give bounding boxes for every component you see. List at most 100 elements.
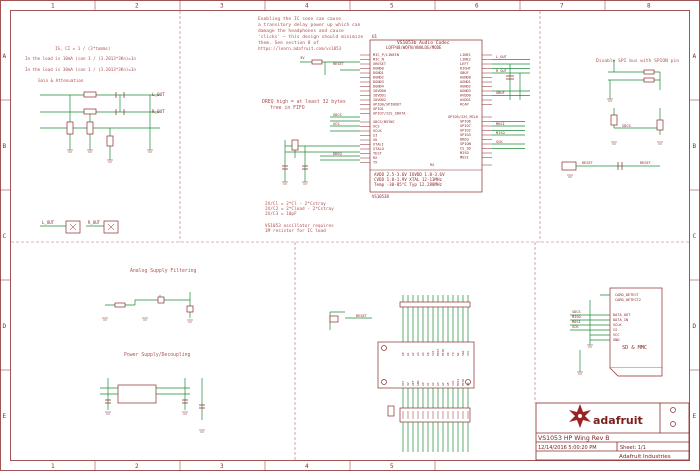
sheet-inner-frame (10, 10, 690, 461)
analog-supply-section: Analog Supply Filtering (102, 268, 197, 323)
osc-note: 1M resistor for IC load (265, 228, 326, 234)
pin-label: RX (466, 382, 470, 386)
col-marker: 4 (305, 463, 309, 470)
adafruit-logo: adafruit (569, 404, 643, 428)
resistor (656, 119, 664, 131)
capacitor (282, 165, 308, 170)
pin-label: RIGHT (460, 67, 472, 71)
net-label: R_OUT (496, 69, 508, 73)
pin-label: SCL (466, 350, 470, 356)
pin-label: DGND1 (373, 71, 384, 75)
pin-label: GPIO0/SPIBOOT (373, 103, 402, 107)
net-label: R_OUT (88, 220, 101, 225)
net-label: 3V (300, 55, 305, 60)
pin-label: GND (416, 380, 420, 386)
pin-label: XCS (373, 125, 380, 129)
resistor (311, 59, 323, 65)
resistor (643, 69, 655, 75)
pin-label: LINE2 (460, 58, 471, 62)
net-label: MOSI (572, 320, 581, 324)
ic-name: VS1053b Audio Codec (397, 40, 450, 46)
crystal-note: 2X/Cl = 2*Cl - 2*Cstray (265, 201, 326, 207)
ic-spec: Temp -30-85°C Typ 12.288MHz (374, 182, 443, 187)
pin-label: A1 (426, 382, 430, 386)
power-title: Power Supply/Decoupling (124, 352, 191, 358)
ic-right-pins: LINE1 LINE2 LEFT RIGHT GBUF AGND0 AGND1 … (430, 53, 492, 167)
pin-label: A4 (441, 382, 445, 386)
analog-title: Analog Supply Filtering (130, 268, 197, 274)
header-strip (399, 407, 471, 423)
pin-label: RX (373, 156, 378, 160)
col-marker: 6 (475, 3, 479, 10)
pin-label: RX (430, 163, 435, 167)
fiducial (670, 407, 676, 413)
pin-label: A3 (436, 382, 440, 386)
pin-label: SI (373, 134, 377, 138)
net-label: XCS (333, 122, 340, 126)
resistor (83, 108, 97, 115)
net-label: MISO (496, 131, 505, 135)
capacitor (106, 135, 114, 147)
capacitor (105, 399, 205, 409)
row-markers-left: A B C D E (0, 53, 10, 420)
pin-label: SPION (460, 142, 471, 146)
pin-label: MOSI (460, 156, 469, 160)
pin-label: DATA_IN (613, 318, 628, 322)
pin-label: DGND3 (373, 80, 384, 84)
crystal-note: 2X/C2 = 2*Cload - 2*Cstray (265, 206, 334, 212)
pin-label: CARD_DETECT2 (615, 298, 641, 302)
column-markers-top: 1 2 3 4 5 6 7 8 (51, 0, 651, 10)
resistor (86, 121, 94, 135)
pin-label: CARD_DETECT (615, 293, 640, 297)
ferrite (157, 296, 165, 304)
net-label: L_OUT (496, 55, 508, 59)
pin-label: NC (456, 352, 460, 356)
resistor (610, 114, 618, 126)
col-marker: 2 (135, 463, 139, 470)
sd-card-section: CARD_DETECT CARD_DETECT2 DATA_OUT DATA_I… (570, 287, 663, 377)
capacitor (506, 75, 514, 80)
pin-label: AVDD0 (460, 94, 471, 98)
feather-header-section: RESET A0 A1 A2 A3 A4 A5 SCK MOSI MISO RX… (329, 295, 475, 452)
resistor (83, 91, 97, 98)
pin-label: TX (451, 352, 455, 356)
net-label: SCK (572, 325, 579, 329)
ic-left-pins: MIC_P/LINEIN MIC_N XRESET DGND0 DGND1 DG… (360, 53, 406, 165)
resistor (66, 121, 74, 135)
col-marker: 3 (220, 3, 224, 10)
switch (329, 315, 339, 323)
ic-part: VS1053B (372, 194, 389, 199)
header-strip (399, 301, 471, 308)
net-label: SDCS (622, 124, 631, 128)
pin-label: GPIO6 (460, 120, 471, 124)
col-marker: 5 (390, 3, 394, 10)
enable-note: a transitory delay power up which can (258, 22, 361, 28)
pin-label: MISO (460, 151, 469, 155)
col-marker: 5 (390, 463, 394, 470)
pin-label: A1 (406, 352, 410, 356)
pin-label: GPIO1 (373, 107, 384, 111)
feather-bottom-pins: RST 3V ARF GND A0 A1 A2 A3 A4 A5 SCK MOS… (401, 379, 470, 386)
sd-card-outline (609, 367, 663, 377)
pin-label: CS_SD (460, 147, 471, 151)
dreq-note: free in FIFO (270, 105, 305, 111)
gain-note: In the load is 30mA (con 1 / (3.2013*3Kn… (25, 67, 136, 72)
pin-label: MISO (461, 379, 465, 386)
connector (387, 405, 395, 417)
net-label: MISO (572, 315, 581, 319)
enable-note: 'clicks' — this design should minimize (258, 34, 363, 40)
col-marker: 3 (220, 463, 224, 470)
gain-note: IS, CI = 1 / (3*tomms) (55, 46, 110, 51)
title-block-frame (535, 402, 690, 461)
pin-label: GBUF (460, 71, 469, 75)
pin-label: XTALI (373, 143, 384, 147)
pin-label: AVDD1 (460, 98, 471, 102)
feather-board (377, 341, 475, 389)
pin-label: VCC (613, 333, 620, 337)
pin-label: DREQ (460, 138, 469, 142)
net-label: MOSI (496, 122, 505, 126)
ic-subtitle: LQFP48/WQFN/ANALOG/MODE (386, 45, 442, 50)
row-marker: C (693, 233, 697, 240)
mounting-hole (381, 379, 387, 385)
pin-label: SCK (431, 350, 435, 356)
